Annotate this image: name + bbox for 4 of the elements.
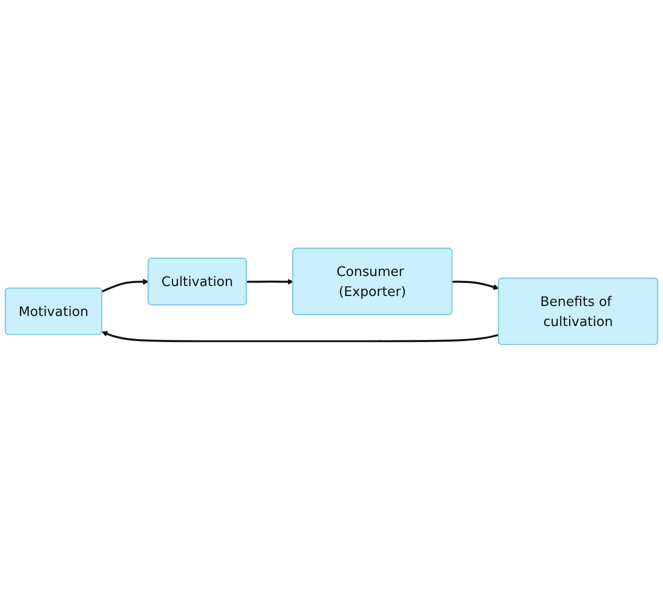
- arrow: [102, 278, 149, 292]
- arrow: [102, 330, 500, 342]
- arrow: [246, 278, 294, 284]
- arrow: [452, 280, 500, 290]
